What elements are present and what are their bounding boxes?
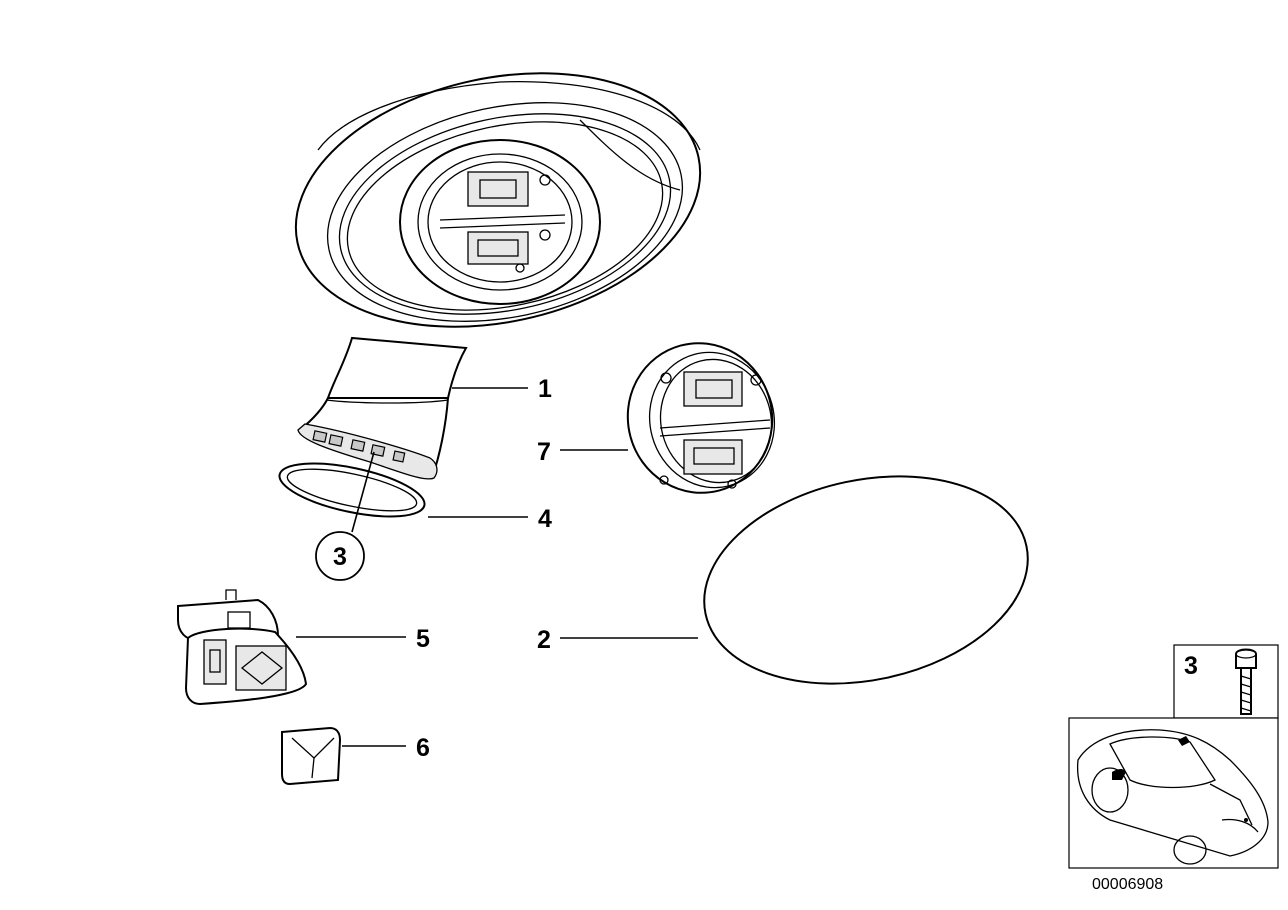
adjustment-motor-part [626, 342, 776, 494]
car-outline-icon [1076, 729, 1269, 865]
callout-4: 4 [538, 505, 552, 533]
inset-screw-box: 3 [1173, 644, 1279, 719]
gasket-ring-part [278, 462, 426, 518]
switch-button-part [281, 726, 342, 786]
callout-3-inset: 3 [1184, 652, 1198, 680]
callout-2: 2 [537, 626, 551, 654]
screw-icon [1235, 648, 1257, 715]
callout-7: 7 [537, 438, 551, 466]
mirror-housing-part [294, 72, 702, 480]
diagram-id: 00006908 [1092, 876, 1163, 893]
callout-1: 1 [538, 375, 552, 403]
leader-line-3 [351, 451, 375, 533]
mirror-glass-part [703, 475, 1029, 685]
callout-3-circled: 3 [333, 543, 347, 571]
inset-car-locator-box [1068, 717, 1279, 869]
switch-housing-part [177, 589, 308, 706]
callout-5: 5 [416, 625, 430, 653]
callout-6: 6 [416, 734, 430, 762]
circled-callout-3: 3 [315, 531, 365, 581]
